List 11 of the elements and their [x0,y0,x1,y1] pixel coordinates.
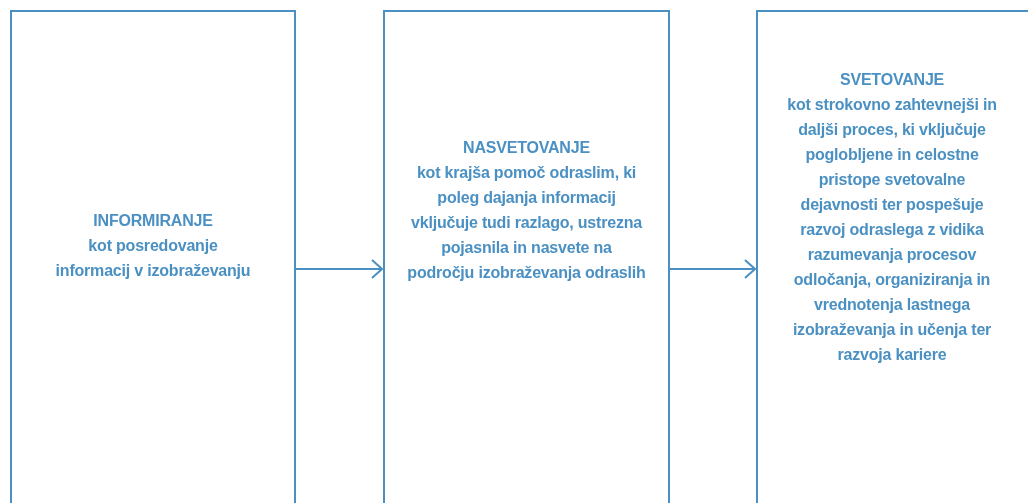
box-heading: INFORMIRANJE [92,211,214,231]
process-box [756,10,1028,503]
box-description: kot posredovanje informacij v izobraževanju [54,236,252,281]
process-box [10,10,296,503]
process-box [383,10,670,503]
box-heading: SVETOVANJE [838,70,946,90]
box-heading: NASVETOVANJE [462,138,591,158]
arrow [295,259,383,279]
arrow [669,259,756,279]
box-description: kot strokovno zahtevnejši in daljši proces, ki vključuje poglobljene in celostne pristope svetovalne dejavnosti ter pospešuje razvoj odraslega z vidika razumevanja procesov odločanja, organiziranja in vrednotenja lastnega izobraževanja in učenja ter razvoja kariere [787,95,997,365]
box-description: kot krajša pomoč odraslim, ki poleg dajanja informacij vključuje tudi razlago, ustrezna pojasnila in nasvete na področju izobraževanja odraslih [406,163,647,283]
